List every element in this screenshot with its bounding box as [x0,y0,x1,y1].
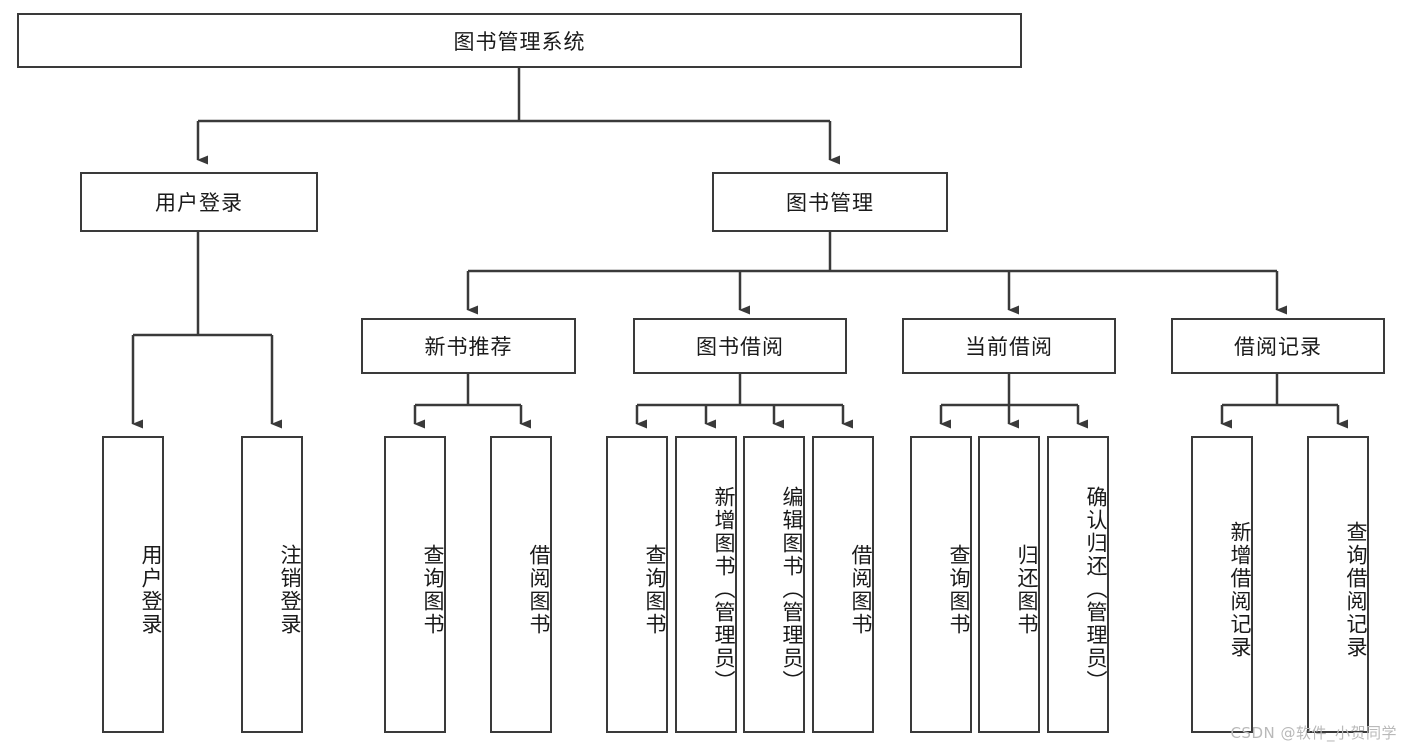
node-label: 注销登录 [278,543,302,636]
node-book-borrow[interactable]: 图书借阅 [633,318,847,374]
node-new-book-recommend[interactable]: 新书推荐 [361,318,576,374]
node-label: 借阅图书 [527,543,551,636]
node-leaf-return-book[interactable]: 归还图书 [978,436,1040,733]
node-label: 图书管理系统 [453,29,586,54]
node-leaf-add-record[interactable]: 新增借阅记录 [1191,436,1253,733]
node-label: 图书借阅 [696,335,784,359]
node-label: 新增图书（管理员） [712,486,736,693]
node-label: 确认归还（管理员） [1084,486,1108,693]
node-label: 用户登录 [155,191,243,215]
node-label: 新书推荐 [424,335,513,359]
node-leaf-query-book-1[interactable]: 查询图书 [384,436,446,733]
node-book-manage[interactable]: 图书管理 [712,172,948,232]
node-leaf-edit-book[interactable]: 编辑图书（管理员） [743,436,805,733]
node-leaf-query-record[interactable]: 查询借阅记录 [1307,436,1369,733]
node-leaf-user-login[interactable]: 用户登录 [102,436,164,733]
node-root-system[interactable]: 图书管理系统 [17,13,1022,68]
node-label: 查询图书 [947,543,971,636]
node-borrow-record[interactable]: 借阅记录 [1171,318,1385,374]
node-leaf-confirm-return[interactable]: 确认归还（管理员） [1047,436,1109,733]
node-leaf-logout[interactable]: 注销登录 [241,436,303,733]
node-label: 借阅记录 [1234,335,1322,359]
node-leaf-query-book-3[interactable]: 查询图书 [910,436,972,733]
node-leaf-add-book[interactable]: 新增图书（管理员） [675,436,737,733]
node-leaf-borrow-book-1[interactable]: 借阅图书 [490,436,552,733]
node-user-login[interactable]: 用户登录 [80,172,318,232]
node-label: 查询借阅记录 [1344,520,1368,659]
node-label: 查询图书 [421,543,445,636]
node-leaf-borrow-book-2[interactable]: 借阅图书 [812,436,874,733]
node-label: 用户登录 [139,543,163,636]
csdn-watermark: CSDN @软件_小贺同学 [1230,724,1397,742]
node-label: 新增借阅记录 [1228,520,1252,659]
node-label: 图书管理 [786,191,874,215]
node-label: 查询图书 [643,543,667,636]
node-leaf-query-book-2[interactable]: 查询图书 [606,436,668,733]
node-label: 借阅图书 [849,543,873,636]
node-current-borrow[interactable]: 当前借阅 [902,318,1116,374]
node-label: 当前借阅 [965,335,1053,359]
node-label: 编辑图书（管理员） [780,486,804,693]
node-label: 归还图书 [1015,543,1039,636]
